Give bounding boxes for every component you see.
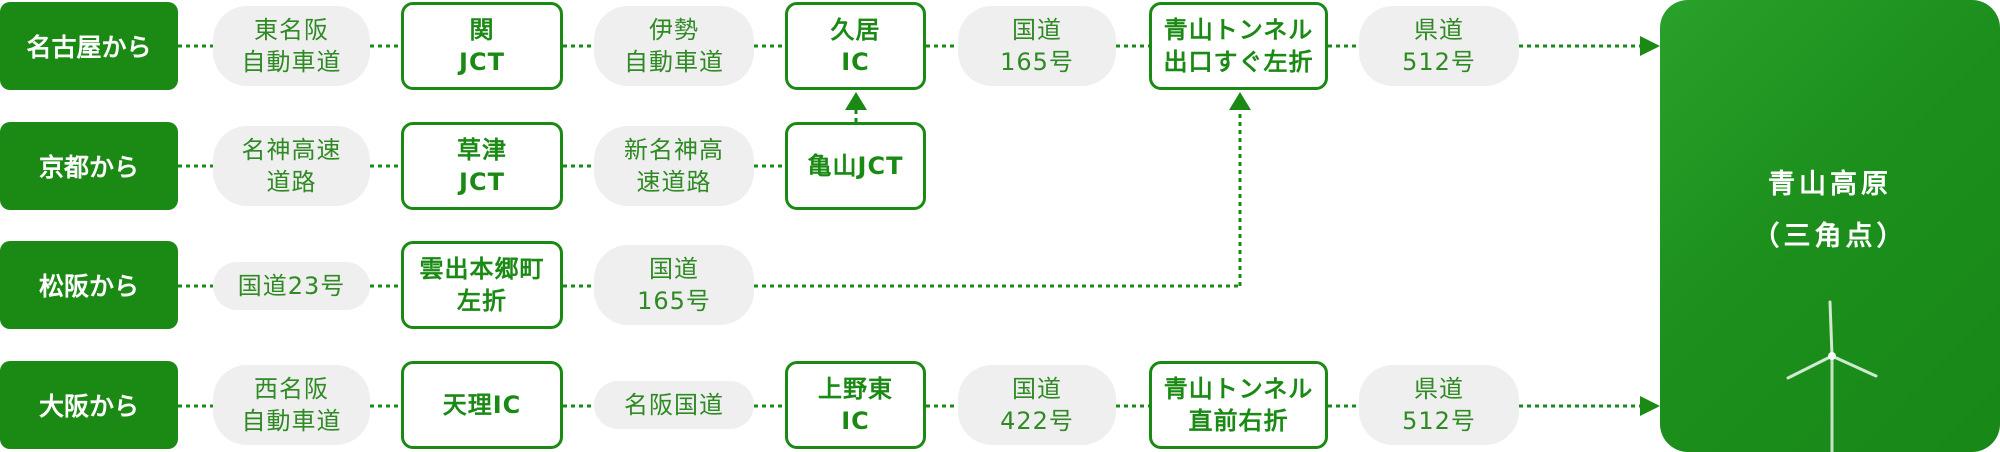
arrow-165-to-aoyama-tunnel (1229, 92, 1251, 110)
road-meishin-expressway: 名神高速 道路 (213, 126, 370, 206)
origin-matsusaka: 松阪から (0, 241, 178, 329)
junction-ueno-higashi-ic: 上野東 IC (785, 361, 926, 449)
road-ise-expressway: 伊勢 自動車道 (594, 6, 754, 86)
road-prefectural-512-osaka: 県道 512号 (1359, 365, 1519, 445)
junction-aoyama-tunnel-exit-left: 青山トンネル 出口すぐ左折 (1149, 2, 1328, 90)
road-route-422: 国道 422号 (958, 365, 1116, 445)
junction-hisai-ic: 久居 IC (785, 2, 926, 90)
origin-kyoto: 京都から (0, 122, 178, 210)
origin-osaka: 大阪から (0, 361, 178, 449)
destination-aoyama-kogen: 青山高原 （三角点） (1660, 0, 2000, 452)
road-route-23: 国道23号 (213, 262, 370, 310)
road-shin-meishin-expressway: 新名神高 速道路 (594, 126, 754, 206)
arrow-kameyama-to-hisai (845, 92, 867, 110)
road-prefectural-512: 県道 512号 (1359, 6, 1519, 86)
destination-subtitle: （三角点） (1752, 221, 1908, 252)
road-nishi-meihan: 西名阪 自動車道 (213, 365, 370, 445)
road-route-165: 国道 165号 (958, 6, 1116, 86)
junction-aoyama-tunnel-before-right: 青山トンネル 直前右折 (1149, 361, 1328, 449)
arrow-r1-dest (1640, 36, 1660, 56)
junction-kusatsu-jct: 草津 JCT (401, 122, 563, 210)
road-meihan-kokudo: 名阪国道 (594, 381, 754, 429)
junction-seki-jct: 関 JCT (401, 2, 563, 90)
road-route-165-matsusaka: 国道 165号 (594, 245, 754, 325)
origin-nagoya: 名古屋から (0, 2, 178, 90)
junction-kumozu-hongo-left: 雲出本郷町 左折 (401, 241, 563, 329)
junction-kameyama-jct: 亀山JCT (785, 122, 926, 210)
wind-turbine-icon (1786, 300, 1878, 452)
arrow-r4-dest (1640, 396, 1660, 416)
destination-title: 青山高原 (1768, 169, 1892, 200)
road-higashi-meihan: 東名阪 自動車道 (213, 6, 370, 86)
junction-tenri-ic: 天理IC (401, 361, 563, 449)
